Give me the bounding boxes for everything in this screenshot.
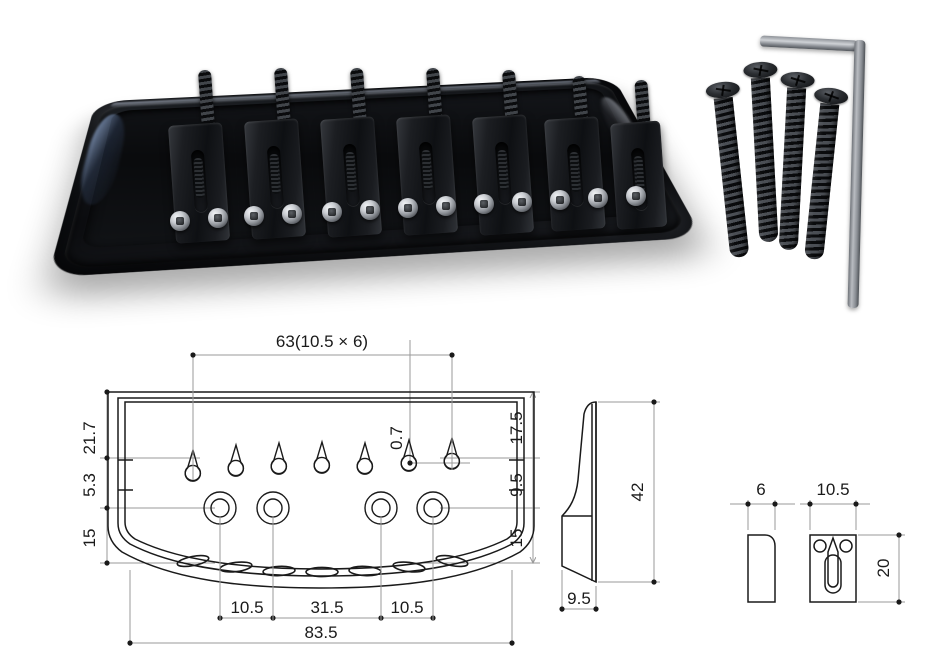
bridge-saddle: [610, 121, 667, 230]
side-view-dimension-lines: [562, 402, 660, 612]
mounting-screw: [750, 62, 778, 243]
bridge-saddle: [544, 116, 606, 231]
dim-left-15: 15: [80, 529, 99, 548]
intonation-bolt: [626, 186, 646, 206]
saddle-side-dimension-lines: [730, 500, 795, 530]
intonation-bolt: [512, 192, 532, 212]
mounting-screw: [804, 87, 841, 260]
intonation-bolt: [170, 211, 190, 231]
dim-offset-0-7: 0.7: [387, 426, 406, 450]
saddle-spring: [198, 70, 215, 131]
dim-right-17-5: 17.5: [507, 411, 526, 444]
screw-head-icon: [743, 61, 778, 79]
saddle-top-dimension-dots: [807, 501, 901, 604]
dim-side-base-9-5: 9.5: [567, 589, 591, 608]
top-view-outline: [108, 392, 534, 588]
saddle-bolt-hole: [814, 540, 826, 552]
dim-side-height-42: 42: [628, 483, 647, 502]
dim-bottom-right-10-5: 10.5: [390, 598, 423, 617]
saddle-side-view-outline: [748, 535, 775, 602]
screw-head-icon: [813, 86, 848, 105]
intonation-bolt: [244, 206, 264, 226]
dim-right-9-5: 9.5: [507, 473, 526, 497]
dim-right-15: 15: [507, 529, 526, 548]
saddle-bolt-hole: [840, 540, 852, 552]
saddle-center-slot: [828, 538, 838, 587]
mounting-screw: [712, 81, 749, 258]
dim-top-span: 63(10.5 × 6): [276, 332, 368, 351]
intonation-bolt: [474, 194, 494, 214]
screw-head-icon: [705, 80, 740, 99]
guitar-bridge-photo: [60, 18, 680, 318]
screw-shank: [779, 87, 806, 250]
screw-head-icon: [780, 71, 815, 89]
dim-overall-width-83-5: 83.5: [304, 623, 337, 642]
drawing-canvas: 63(10.5 × 6) 21.7 5.3 15 17.5 9.5 15 0.7…: [0, 330, 950, 665]
dim-saddle-top-width-10-5: 10.5: [816, 480, 849, 499]
screw-shank: [714, 97, 750, 258]
screw-shank: [751, 77, 779, 242]
side-view-dimension-dots: [559, 399, 656, 611]
technical-drawings: 63(10.5 × 6) 21.7 5.3 15 17.5 9.5 15 0.7…: [0, 330, 950, 665]
dim-bottom-mid-31-5: 31.5: [310, 598, 343, 617]
intonation-bolt: [322, 202, 342, 222]
screw-shank: [804, 103, 839, 260]
dim-bottom-left-10-5: 10.5: [230, 598, 263, 617]
dim-saddle-width-6: 6: [756, 480, 765, 499]
side-view-outline: [562, 402, 596, 582]
intonation-bolt: [588, 188, 608, 208]
saddle-assembly: [60, 18, 680, 318]
intonation-bolt: [360, 200, 380, 220]
mounting-screw: [779, 72, 807, 251]
dim-saddle-top-length-20: 20: [874, 559, 893, 578]
intonation-bolt: [436, 196, 456, 216]
allen-key-long-arm: [847, 40, 865, 308]
dim-left-21-7: 21.7: [80, 421, 99, 454]
intonation-bolt: [550, 190, 570, 210]
dim-left-5-3: 5.3: [80, 473, 99, 497]
allen-key-short-arm: [760, 35, 858, 51]
bridge-saddle: [472, 114, 534, 235]
intonation-bolt: [282, 204, 302, 224]
saddle-top-view-outline: [810, 535, 856, 602]
intonation-bolt: [208, 208, 228, 228]
intonation-bolt: [398, 198, 418, 218]
product-photo: [0, 0, 690, 330]
